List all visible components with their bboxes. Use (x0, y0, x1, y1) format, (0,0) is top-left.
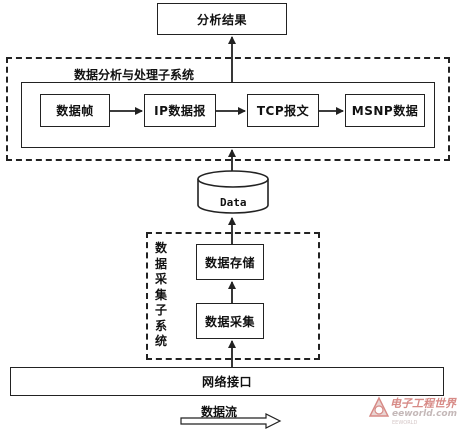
network-interface-box: 网络接口 (10, 367, 444, 396)
watermark-url: eeworld.com.cn (392, 409, 457, 419)
data-stream-label: 数据流 (201, 405, 238, 419)
stage-box-data-frame: 数据帧 (40, 94, 110, 127)
collection-subsystem-container (146, 232, 320, 360)
analysis-inner-frame (21, 82, 435, 148)
data-storage-label: 数据存储 (204, 255, 255, 270)
eeworld-logo-icon (368, 396, 390, 417)
network-interface-label: 网络接口 (201, 375, 252, 389)
data-collection-box: 数据采集 (196, 303, 264, 339)
database-cylinder-icon (197, 170, 269, 214)
stage-box-tcp-segment: TCP报文 (247, 94, 319, 127)
stage-box-msnp-data: MSNP数据 (345, 94, 425, 127)
stage-label-data-frame: 数据帧 (56, 104, 94, 118)
analysis-result-label: 分析结果 (196, 12, 247, 27)
eeworld-watermark: 电子工程世界 eeworld.com.cn EEWORLD (368, 392, 457, 430)
stage-label-msnp-data: MSNP数据 (351, 104, 419, 118)
database-label: Data (220, 196, 247, 209)
watermark-sub: EEWORLD (392, 420, 418, 426)
stage-label-ip-datagram: IP数据报 (154, 104, 206, 118)
stage-box-ip-datagram: IP数据报 (144, 94, 216, 127)
data-storage-box: 数据存储 (196, 244, 264, 280)
analysis-subsystem-container (6, 57, 450, 161)
collection-subsystem-title: 数据采集子系统 (154, 241, 167, 348)
watermark-title: 电子工程世界 (390, 397, 456, 410)
stage-label-tcp-segment: TCP报文 (256, 104, 310, 118)
analysis-subsystem-title: 数据分析与处理子系统 (74, 68, 195, 82)
data-collection-label: 数据采集 (204, 314, 255, 329)
analysis-result-box: 分析结果 (157, 3, 287, 35)
